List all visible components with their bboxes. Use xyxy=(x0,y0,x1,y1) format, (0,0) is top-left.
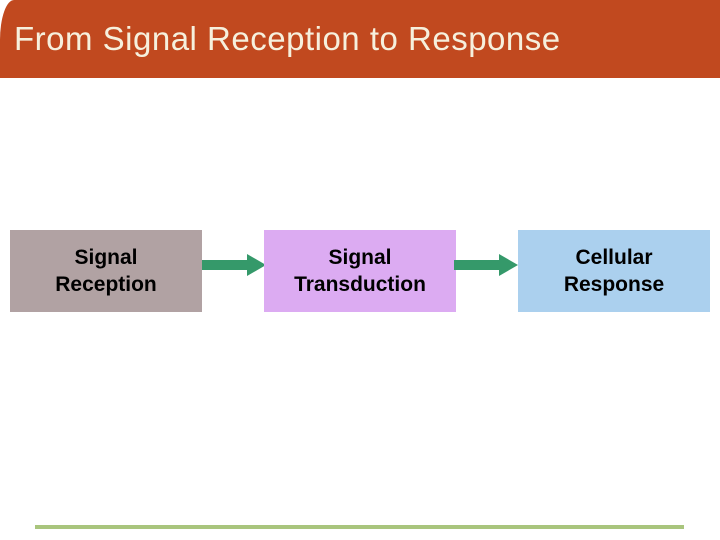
flow-box-label-line: Signal xyxy=(328,246,392,269)
right-arrow-icon xyxy=(454,254,518,276)
flow-box-label-line: Cellular xyxy=(575,246,653,269)
flow-box-label-line: Signal xyxy=(74,246,138,269)
flow-box-cellular-response: Cellular Response xyxy=(518,230,710,312)
slide-title: From Signal Reception to Response xyxy=(14,20,561,57)
footer-underline xyxy=(35,525,684,529)
flow-box-label-line: Response xyxy=(563,273,665,296)
flow-arrow-reception-to-transduction xyxy=(202,251,266,279)
flow-box-signal-reception: Signal Reception xyxy=(10,230,202,312)
flow-box-label-line: Reception xyxy=(55,273,157,296)
right-arrow-icon xyxy=(202,254,266,276)
flow-arrow-transduction-to-response xyxy=(454,251,518,279)
flow-box-signal-transduction: Signal Transduction xyxy=(264,230,456,312)
title-bar: From Signal Reception to Response xyxy=(0,0,720,78)
flow-box-label-line: Transduction xyxy=(294,273,426,296)
